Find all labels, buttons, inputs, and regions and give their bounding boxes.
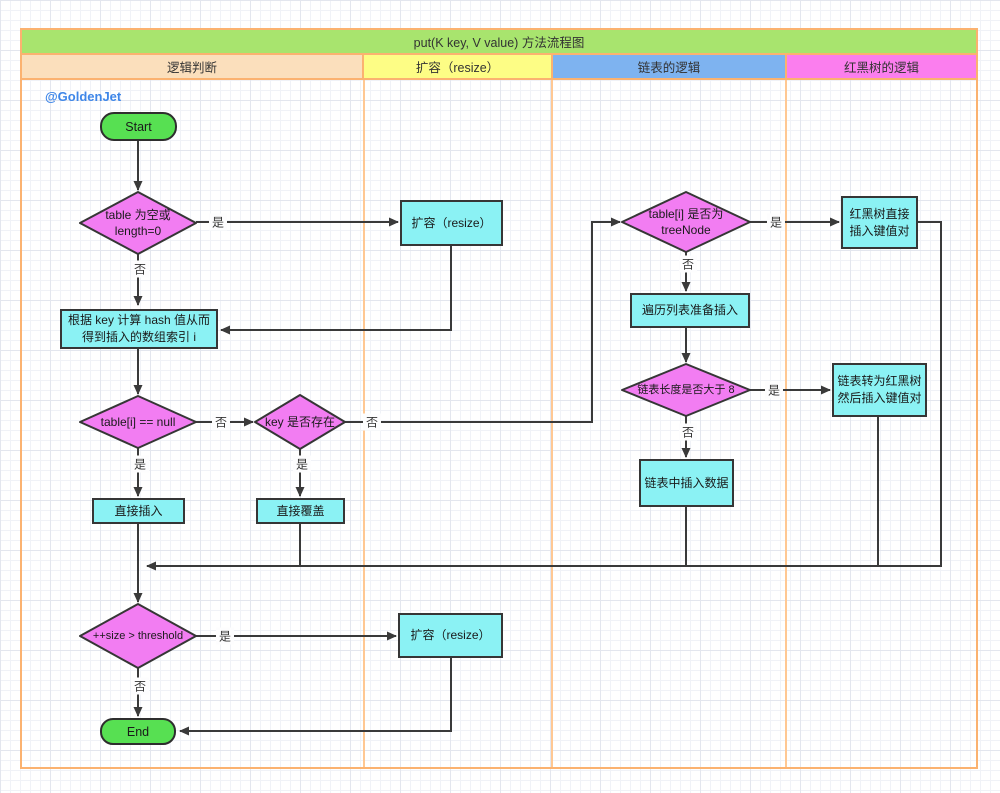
edge-label-yes: 是 [208, 213, 228, 231]
node-traverse-list: 遍历列表准备插入 [630, 293, 750, 328]
edge-resize-to-end [179, 658, 452, 736]
edge-label-yes: 是 [764, 381, 784, 399]
decision-key-exists-shape [254, 394, 346, 450]
edge-label-no: 否 [362, 413, 382, 431]
node-to-redblacktree: 链表转为红黑树 然后插入键值对 [832, 363, 927, 417]
decision-size-threshold-shape [79, 603, 197, 669]
edge-resize-to-hash [220, 246, 452, 335]
decision-list-length-label: 链表长度是否大于 8 [637, 384, 735, 396]
lane-header-row: 逻辑判断 扩容（resize） 链表的逻辑 红黑树的逻辑 [22, 55, 976, 80]
lane-header-logic: 逻辑判断 [22, 55, 364, 80]
lane-header-redblacktree: 红黑树的逻辑 [787, 55, 976, 80]
node-overwrite: 直接覆盖 [256, 498, 345, 524]
decision-size-threshold-label: ++size > threshold [92, 630, 184, 642]
watermark-author: @GoldenJet [45, 89, 122, 104]
edge-label-yes: 是 [766, 213, 786, 231]
lane-divider-3 [785, 80, 787, 767]
node-end: End [100, 718, 176, 745]
node-insert-direct: 直接插入 [92, 498, 185, 524]
lane-header-resize: 扩容（resize） [364, 55, 553, 80]
node-start: Start [100, 112, 177, 141]
swimlane-frame [20, 28, 978, 769]
decision-table-null-label: table[i] == null [100, 415, 176, 429]
node-list-insert: 链表中插入数据 [639, 459, 734, 507]
edge-label-no: 否 [678, 255, 698, 273]
decision-is-treenode-shape [621, 191, 751, 253]
diagram-title: put(K key, V value) 方法流程图 [22, 30, 976, 55]
node-resize-bottom: 扩容（resize） [398, 613, 503, 658]
decision-table-empty-label: table 为空或 length=0 [105, 208, 171, 238]
edge-label-no: 否 [678, 423, 698, 441]
edge-label-yes: 是 [292, 455, 312, 473]
edge-label-no: 否 [130, 260, 150, 278]
lane-header-linkedlist: 链表的逻辑 [553, 55, 787, 80]
edge-key-exists-no-to-treenode [345, 217, 621, 423]
edge-label-yes: 是 [130, 455, 150, 473]
node-rb-insert: 红黑树直接 插入键值对 [841, 196, 918, 249]
decision-list-length-shape [621, 363, 751, 417]
node-calc-hash: 根据 key 计算 hash 值从而 得到插入的数组索引 i [60, 309, 218, 349]
lane-divider-2 [551, 80, 553, 767]
edge-label-yes: 是 [215, 627, 235, 645]
decision-table-null-shape [79, 395, 197, 449]
edge-label-no: 否 [130, 677, 150, 695]
edge-rb-insert-down [918, 221, 942, 567]
decision-is-treenode-label: table[i] 是否为 treeNode [648, 207, 724, 237]
decision-key-exists-label: key 是否存在 [264, 415, 336, 429]
edge-label-no: 否 [211, 413, 231, 431]
decision-table-empty-shape [79, 191, 197, 255]
node-resize-top: 扩容（resize） [400, 200, 503, 246]
